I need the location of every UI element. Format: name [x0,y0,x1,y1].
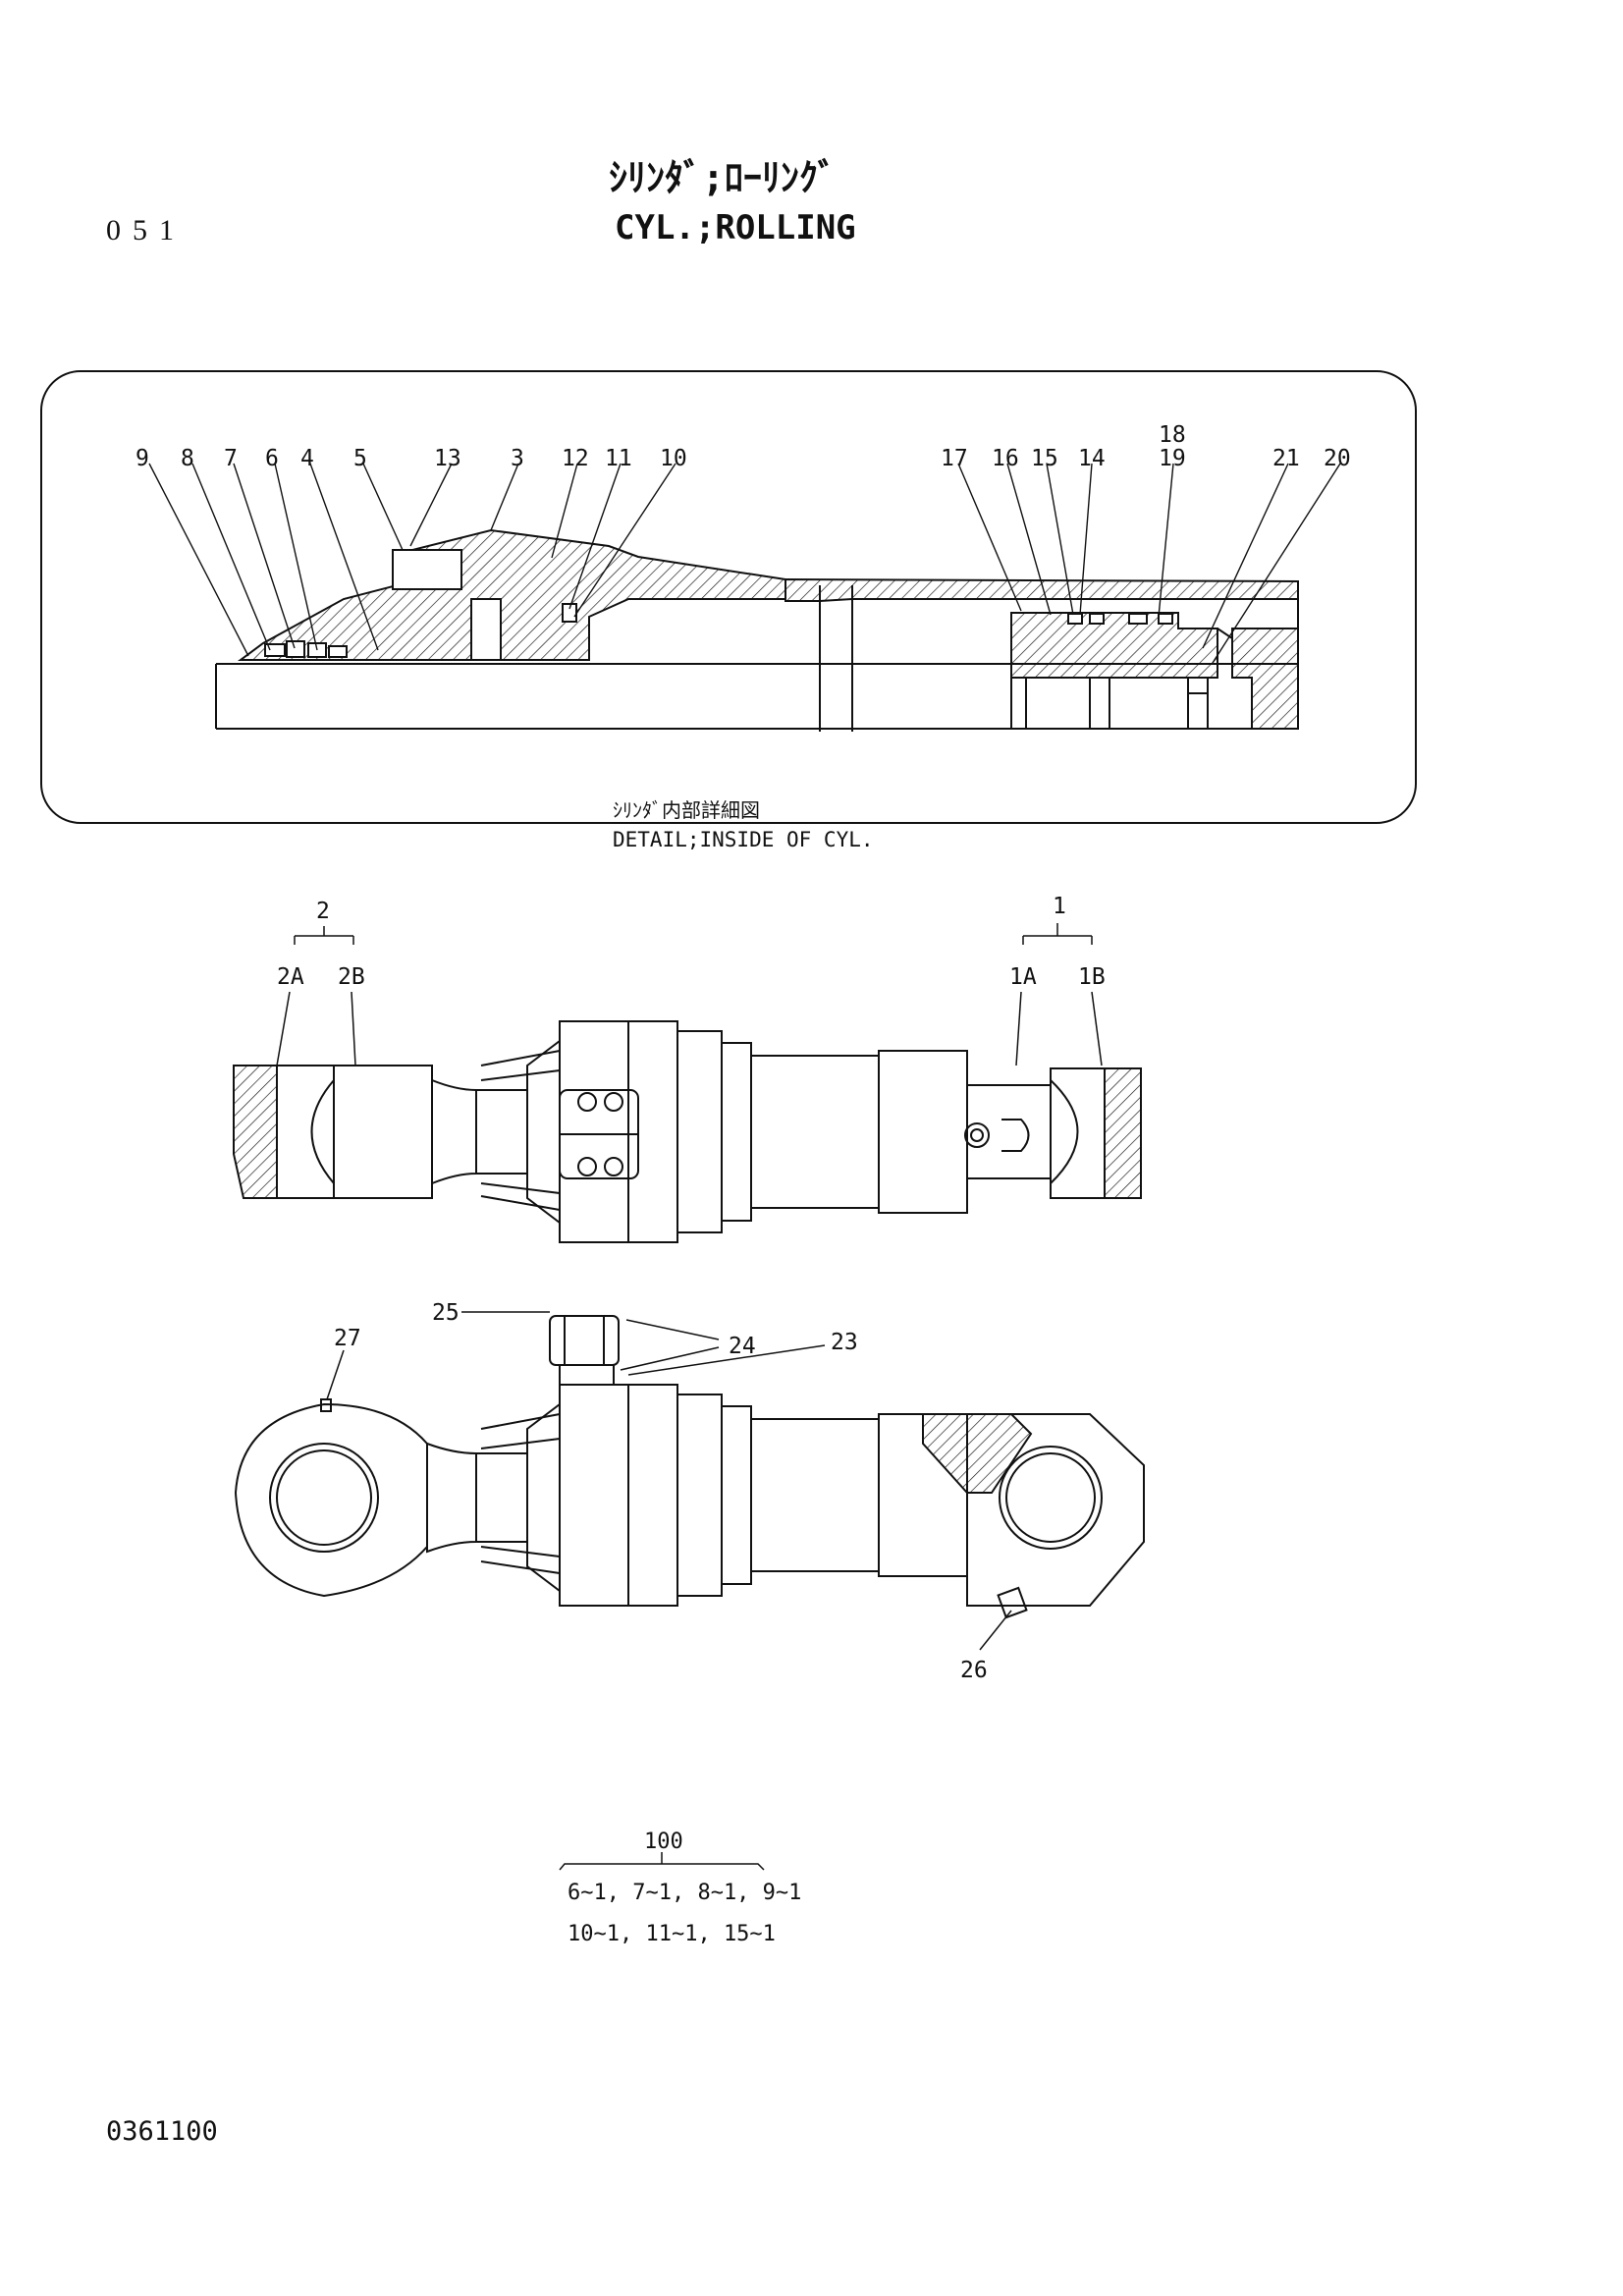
callout-7: 7 [224,446,238,471]
callout-20: 20 [1324,446,1351,471]
callout-8: 8 [181,446,194,471]
cylinder-eye-view [234,1315,1145,1619]
piston-section [1010,612,1218,679]
callout-21: 21 [1272,446,1300,471]
title-japanese: ｼﾘﾝﾀﾞ;ﾛｰﾘﾝｸﾞ [609,156,837,199]
callout-27: 27 [334,1326,361,1351]
callout-2B: 2B [338,964,365,990]
callout-18: 18 [1159,422,1186,448]
callout-15: 15 [1031,446,1058,471]
callout-3: 3 [511,446,524,471]
callout-leaders-bottom [326,1311,1012,1651]
kit-line-2: 10~1, 11~1, 15~1 [568,1922,776,1946]
detail-caption-en: DETAIL;INSIDE OF CYL. [613,828,874,851]
kit-bracket [559,1852,765,1871]
callout-16: 16 [992,446,1019,471]
head-section [237,528,786,661]
kit-line-1: 6~1, 7~1, 8~1, 9~1 [568,1881,801,1905]
callout-1B: 1B [1078,964,1106,990]
callout-1A: 1A [1009,964,1037,990]
grease-fitting-icon [964,1122,990,1148]
callout-25: 25 [432,1300,460,1326]
callout-23: 23 [831,1330,858,1355]
callout-9: 9 [135,446,149,471]
callout-19: 19 [1159,446,1186,471]
callout-17: 17 [941,446,968,471]
kit-number: 100 [644,1830,683,1854]
detail-leaders-right [957,463,1341,664]
callout-13: 13 [434,446,461,471]
callout-6: 6 [265,446,279,471]
callout-2: 2 [316,899,330,924]
callout-5: 5 [353,446,367,471]
detail-leaders-left [148,463,676,657]
callout-26: 26 [960,1658,988,1683]
callout-14: 14 [1078,446,1106,471]
callout-11: 11 [605,446,632,471]
callout-12: 12 [562,446,589,471]
callout-24: 24 [729,1334,756,1359]
callout-10: 10 [660,446,687,471]
callout-4: 4 [300,446,314,471]
footer-code: 0361100 [106,2116,218,2147]
callout-brackets-top [276,923,1103,1066]
title-english: CYL.;ROLLING [615,208,856,247]
detail-caption-jp: ｼﾘﾝﾀﾞ内部詳細図 [613,798,760,822]
page-code: 051 [106,214,186,246]
callout-1: 1 [1053,894,1066,919]
callout-2A: 2A [277,964,304,990]
cylinder-side-view [233,1020,1142,1243]
